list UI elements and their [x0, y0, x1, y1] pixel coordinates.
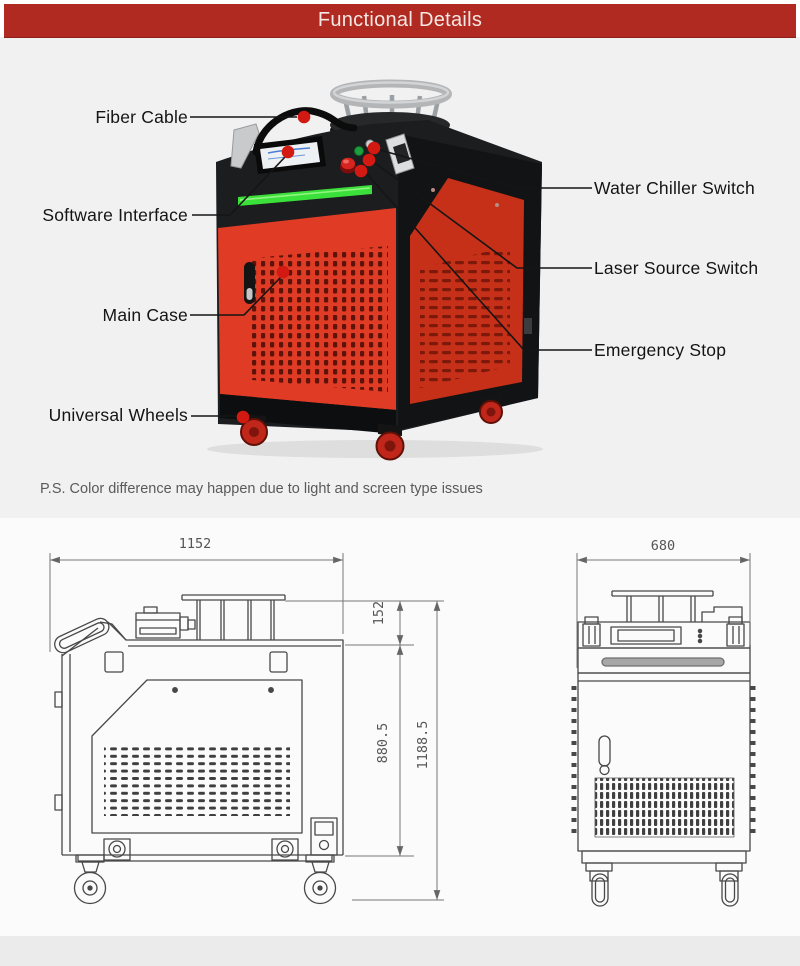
- callout-label-water-chiller-switch: Water Chiller Switch: [594, 178, 755, 198]
- footer-strip: [0, 936, 800, 966]
- dim-label-height-880-5: 880.5: [375, 722, 391, 764]
- dim-label-width-1152: 1152: [178, 536, 212, 552]
- callout-label-fiber-cable: Fiber Cable: [95, 107, 188, 127]
- dim-label-height-1188-5: 1188.5: [415, 720, 431, 770]
- color-difference-note: P.S. Color difference may happen due to …: [40, 481, 483, 497]
- callout-label-main-case: Main Case: [102, 305, 188, 325]
- callout-label-emergency-stop: Emergency Stop: [594, 340, 727, 360]
- section-title-bar: Functional Details: [4, 4, 796, 38]
- section-title: Functional Details: [317, 9, 483, 31]
- dim-label-height-152: 152: [371, 600, 387, 626]
- callout-label-software-interface: Software Interface: [42, 205, 188, 225]
- callout-label-laser-source-switch: Laser Source Switch: [594, 258, 759, 278]
- dim-label-width-680: 680: [650, 538, 676, 554]
- drawings-section-background: [0, 518, 800, 936]
- callout-label-universal-wheels: Universal Wheels: [48, 405, 188, 425]
